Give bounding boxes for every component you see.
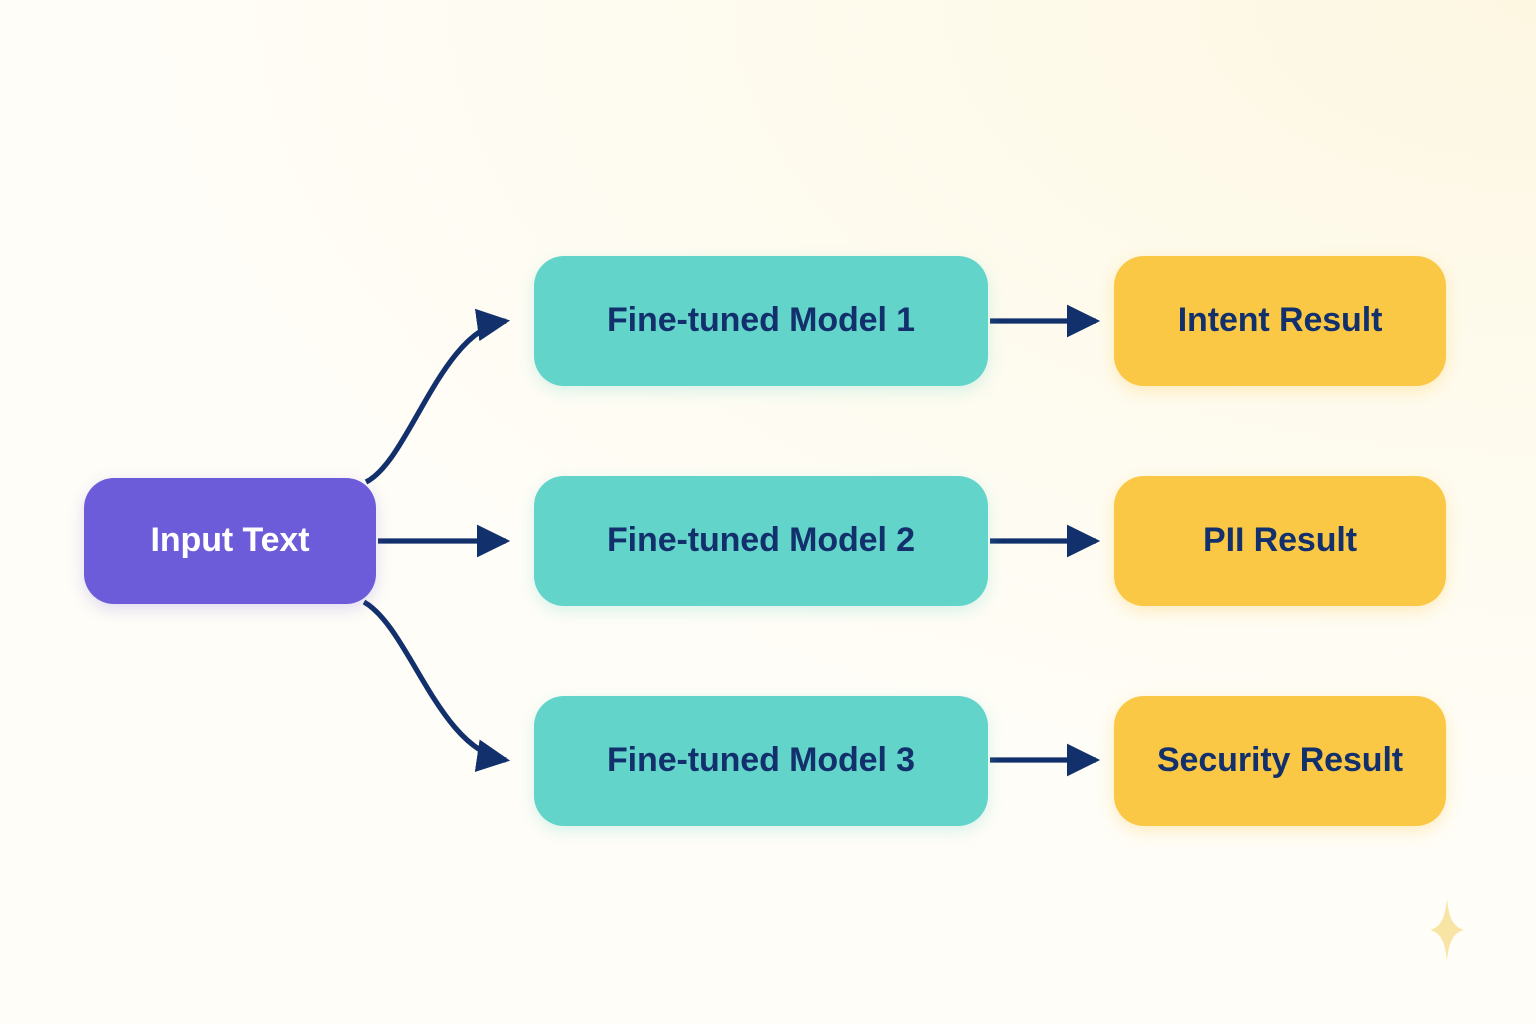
node-input-text-label: Input Text xyxy=(150,521,310,560)
node-input-text[interactable]: Input Text xyxy=(84,478,376,604)
node-fine-tuned-model-3[interactable]: Fine-tuned Model 3 xyxy=(534,696,988,826)
node-security-result-label: Security Result xyxy=(1156,741,1404,780)
sparkle-icon xyxy=(1430,899,1464,961)
node-pii-result-label: PII Result xyxy=(1203,521,1357,560)
node-fine-tuned-model-1[interactable]: Fine-tuned Model 1 xyxy=(534,256,988,386)
node-fine-tuned-model-2-label: Fine-tuned Model 2 xyxy=(607,521,915,560)
node-fine-tuned-model-3-label: Fine-tuned Model 3 xyxy=(607,741,915,780)
node-fine-tuned-model-2[interactable]: Fine-tuned Model 2 xyxy=(534,476,988,606)
node-fine-tuned-model-1-label: Fine-tuned Model 1 xyxy=(607,301,915,340)
node-intent-result[interactable]: Intent Result xyxy=(1114,256,1446,386)
node-security-result[interactable]: Security Result xyxy=(1114,696,1446,826)
node-pii-result[interactable]: PII Result xyxy=(1114,476,1446,606)
node-intent-result-label: Intent Result xyxy=(1177,301,1383,340)
edge-input-to-model-1 xyxy=(364,308,511,485)
edge-input-to-model-3 xyxy=(362,599,511,772)
